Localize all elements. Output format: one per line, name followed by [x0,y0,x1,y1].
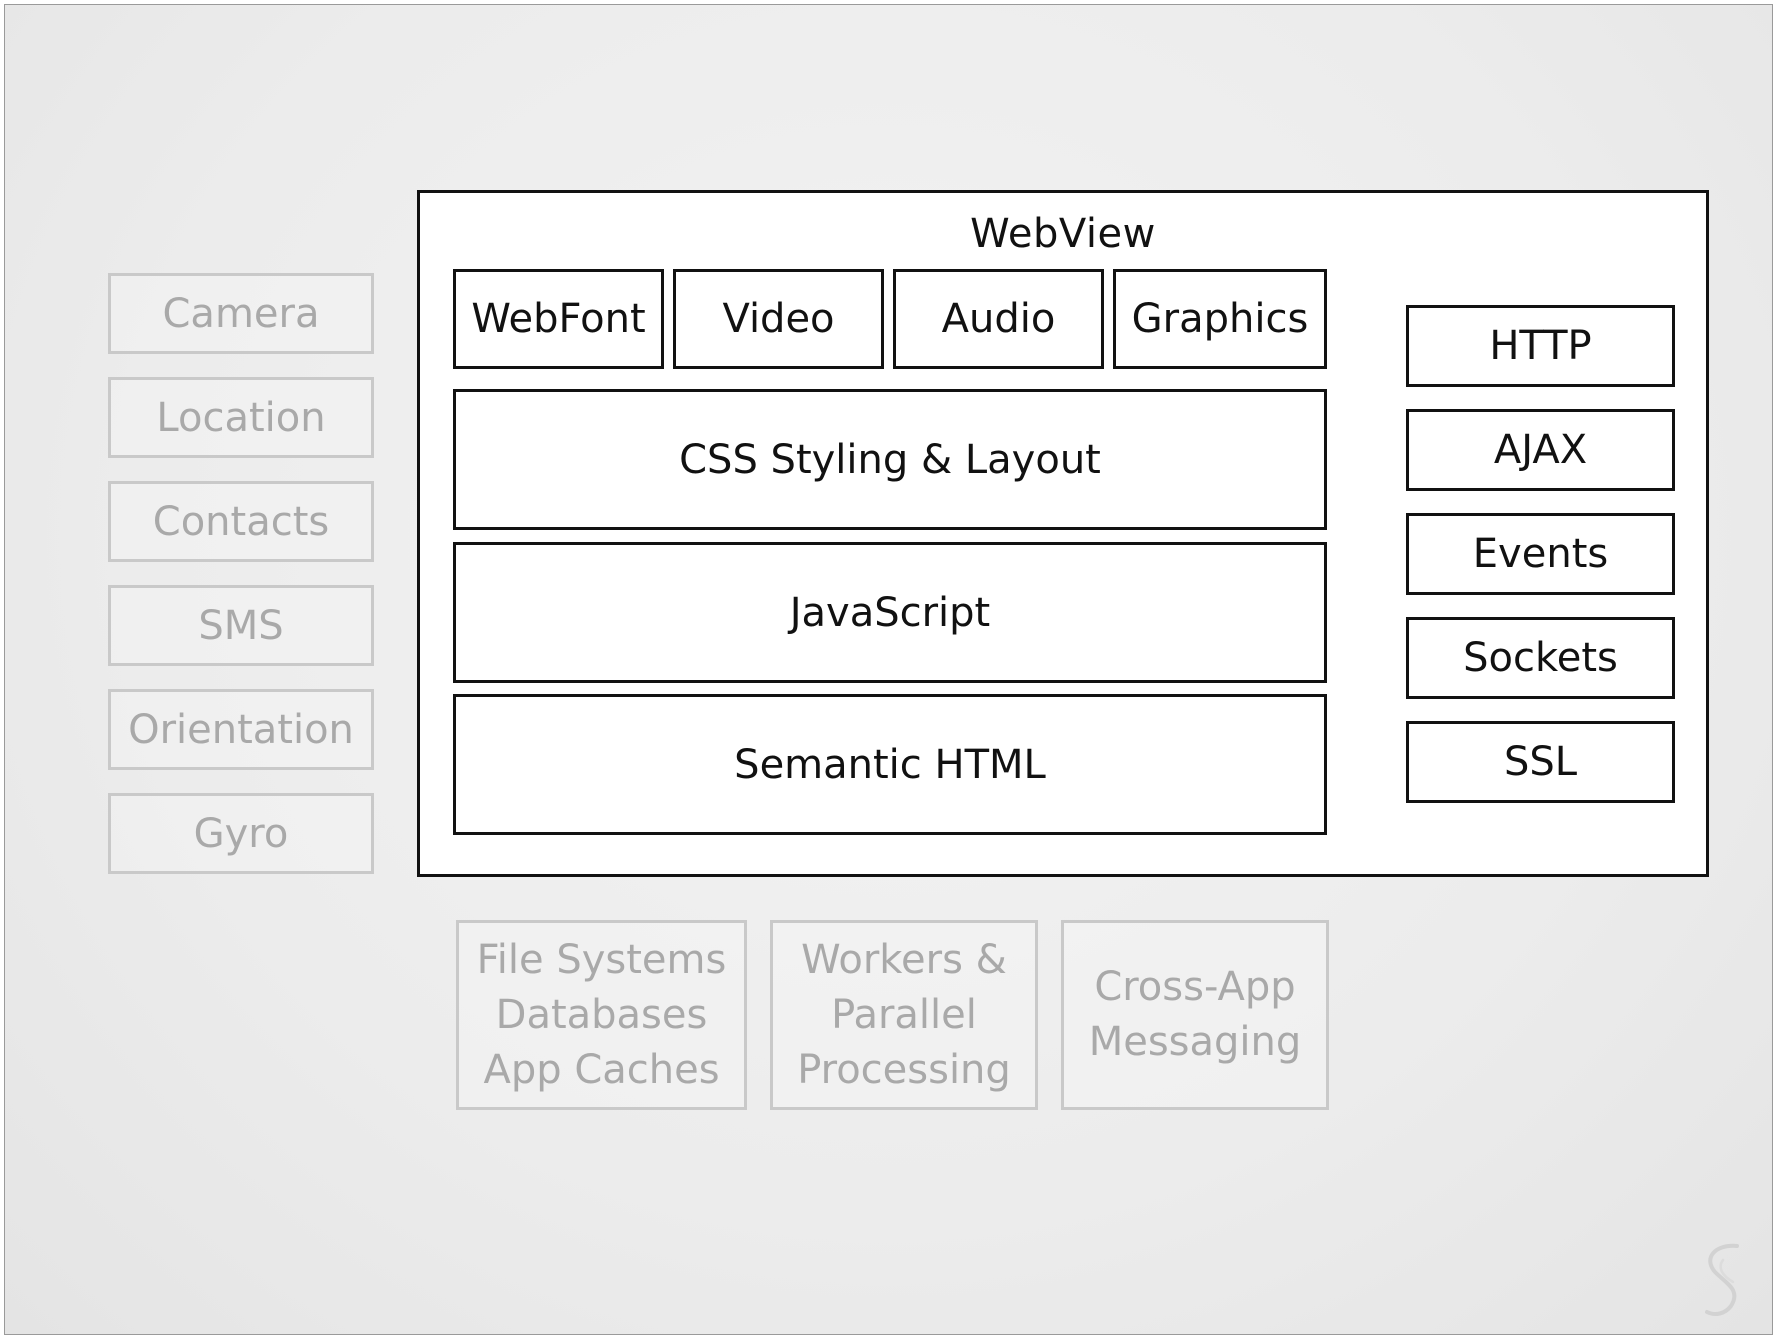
device-api-gyro: Gyro [108,793,374,874]
component-webfont: WebFont [453,269,664,369]
cross-app-messaging: Cross-App Messaging [1061,920,1329,1110]
layer-javascript: JavaScript [453,542,1327,683]
device-api-location: Location [108,377,374,458]
storage-apis: File Systems Databases App Caches [456,920,747,1110]
component-audio: Audio [893,269,1104,369]
device-api-contacts: Contacts [108,481,374,562]
device-api-orientation: Orientation [108,689,374,770]
device-api-sms: SMS [108,585,374,666]
layer-semantic-html: Semantic HTML [453,694,1327,835]
slide: Camera Location Contacts SMS Orientation… [4,4,1773,1335]
component-video: Video [673,269,884,369]
network-sockets: Sockets [1406,617,1675,699]
s-swirl-logo-icon [1705,1243,1739,1316]
device-api-camera: Camera [108,273,374,354]
layer-css-styling-layout: CSS Styling & Layout [453,389,1327,530]
network-events: Events [1406,513,1675,595]
webview-title: WebView [970,211,1156,257]
component-graphics: Graphics [1113,269,1327,369]
network-ssl: SSL [1406,721,1675,803]
network-ajax: AJAX [1406,409,1675,491]
workers-parallel-processing: Workers & Parallel Processing [770,920,1038,1110]
network-http: HTTP [1406,305,1675,387]
